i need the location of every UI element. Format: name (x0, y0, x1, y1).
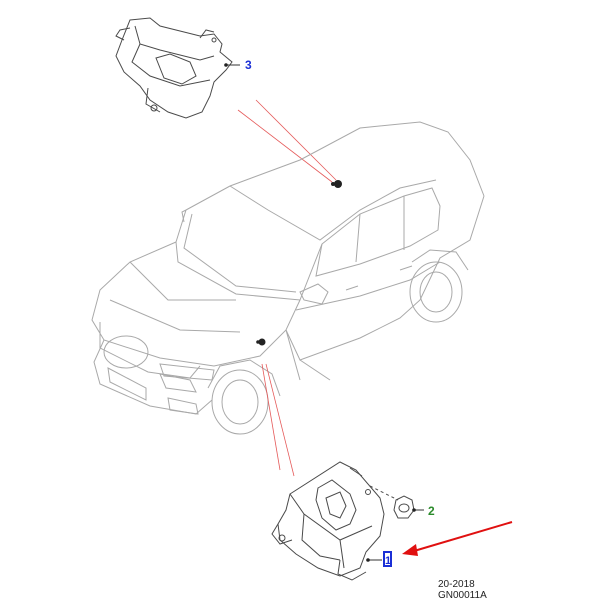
lower-leader-lines (261, 363, 295, 477)
red-arrow (402, 521, 513, 556)
callout-2: 2 (428, 504, 435, 518)
upper-module-part (115, 17, 233, 119)
footer-date: 20-2018 (438, 579, 475, 590)
upper-leader-lines (237, 99, 337, 183)
callout-1-dot (366, 558, 370, 562)
callout-3: 3 (245, 58, 252, 72)
fastener-part (369, 485, 415, 519)
callout-2-dot (412, 508, 416, 512)
roof-mount-point (331, 180, 342, 188)
lower-module-part (271, 461, 385, 581)
callout-3-dot (224, 63, 228, 67)
front-mount-point (256, 338, 266, 346)
footer-code: GN00011A (438, 590, 487, 601)
callout-1: 1 (383, 551, 392, 567)
vehicle-outline (91, 121, 485, 435)
